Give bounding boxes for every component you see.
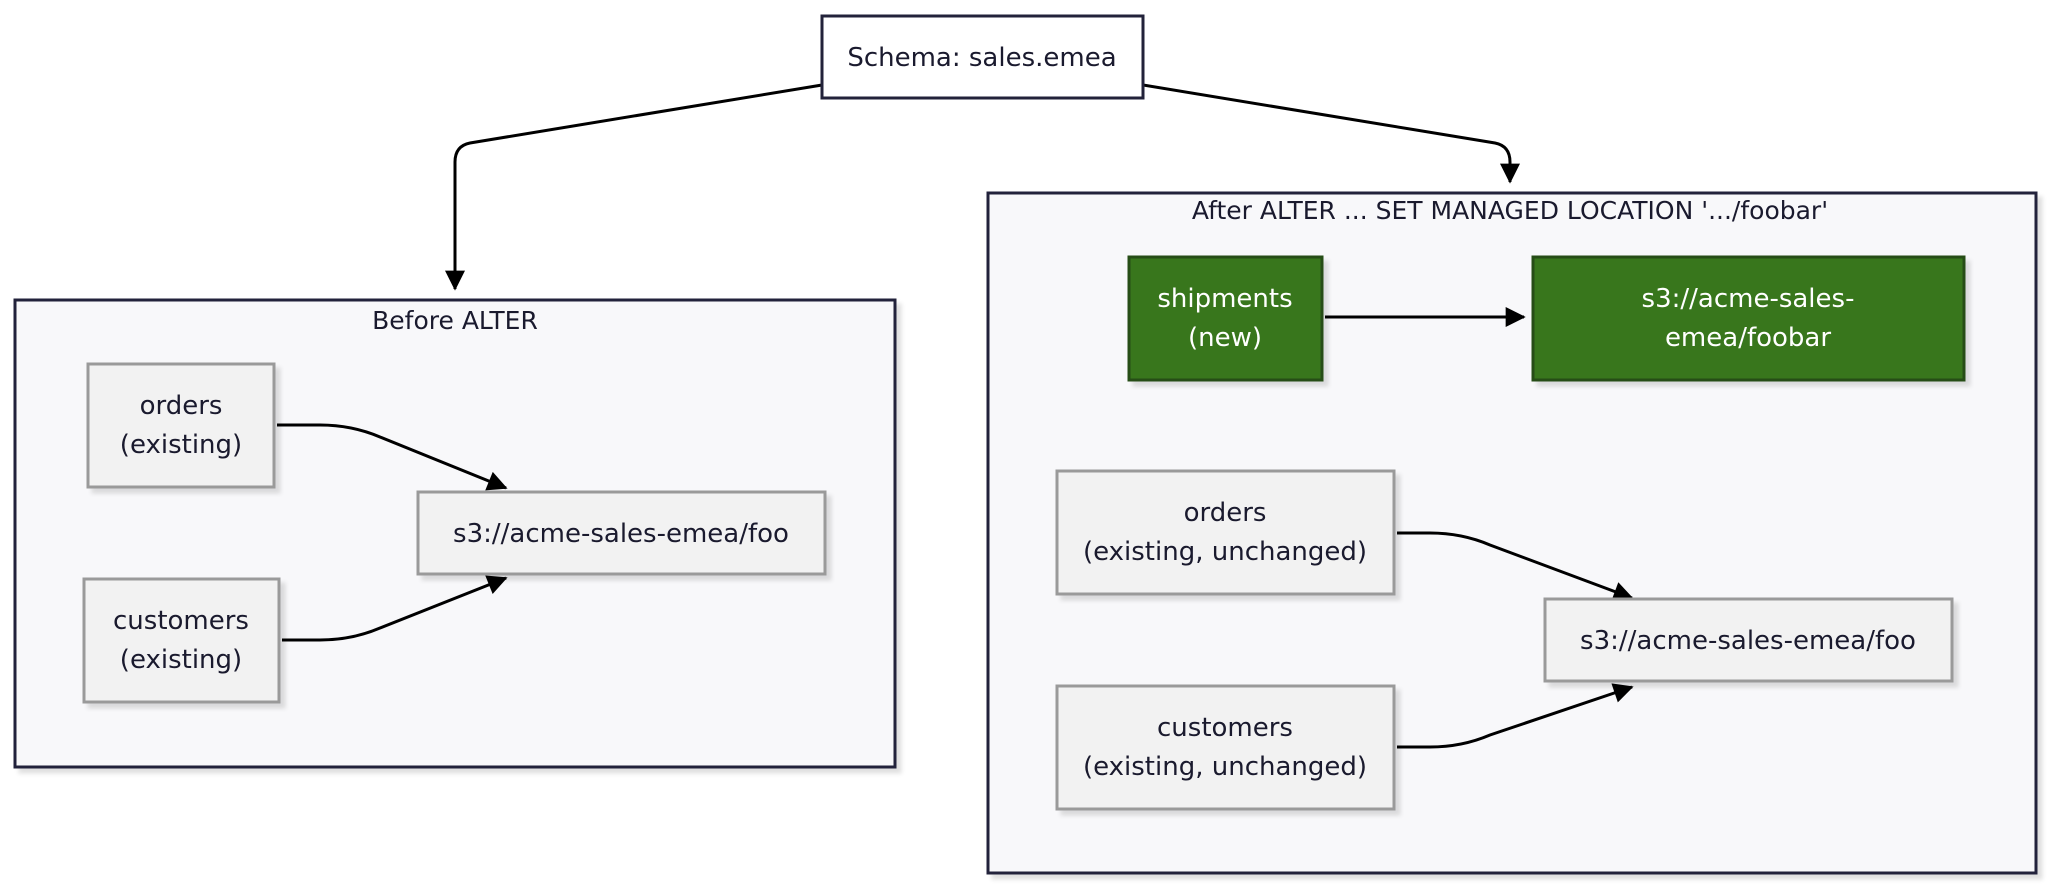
edge-after-orders-to-foo [1397,531,1634,601]
before-location-label: s3://acme-sales-emea/foo [453,519,789,549]
after-location-node: s3://acme-sales-emea/foo [1543,597,1954,683]
foobar-location-node: s3://acme-sales- emea/foobar [1531,255,1966,382]
after-orders-line1: orders [1184,498,1267,528]
before-location-node: s3://acme-sales-emea/foo [416,490,827,576]
after-orders-node: orders (existing, unchanged) [1055,469,1396,596]
foobar-location-line2: emea/foobar [1665,323,1831,353]
after-customers-line2: (existing, unchanged) [1083,752,1367,782]
after-customers-node: customers (existing, unchanged) [1055,684,1396,811]
after-location-label: s3://acme-sales-emea/foo [1580,626,1916,656]
edge-after-customers-to-foo [1397,683,1634,749]
shipments-line1: shipments [1157,284,1292,314]
shipments-node: shipments (new) [1127,255,1324,382]
edge-schema-to-before [445,83,823,291]
edges [277,83,1634,749]
before-customers-line2: (existing) [120,645,242,675]
shipments-line2: (new) [1188,323,1262,353]
edge-before-customers-to-foo [282,575,508,642]
before-orders-line1: orders [140,391,223,421]
foobar-location-line1: s3://acme-sales- [1642,284,1855,314]
before-orders-node: orders (existing) [86,362,276,489]
edge-schema-to-after [1142,83,1520,184]
schema-node-label: Schema: sales.emea [847,43,1116,73]
cluster-after-title: After ALTER ... SET MANAGED LOCATION '..… [1192,196,1828,225]
after-orders-line2: (existing, unchanged) [1083,537,1367,567]
before-customers-node: customers (existing) [82,577,281,704]
after-customers-line1: customers [1157,713,1293,743]
schema-node: Schema: sales.emea [820,14,1145,100]
cluster-before-title: Before ALTER [372,306,538,335]
edge-before-orders-to-foo [277,423,508,491]
before-orders-line2: (existing) [120,430,242,460]
before-customers-line1: customers [113,606,249,636]
